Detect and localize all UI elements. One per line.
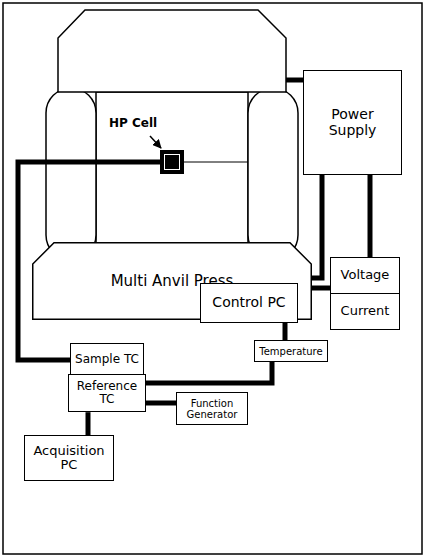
signal-wire — [312, 175, 322, 278]
signal-wire — [146, 362, 272, 383]
signal-wire — [146, 401, 176, 406]
press-crown — [58, 10, 286, 92]
press-column — [46, 88, 96, 260]
signal-wire — [86, 412, 91, 435]
function-generator-box: Function Generator — [176, 392, 248, 425]
node-label: Voltage — [341, 268, 390, 282]
base-outline — [33, 243, 312, 320]
signal-wire — [283, 323, 288, 340]
hp-cell: HP Cell — [160, 150, 184, 174]
press-column — [248, 88, 298, 260]
frame-border — [3, 3, 422, 554]
control-pc-box: Control PC — [200, 283, 298, 323]
thermocouple-box: Reference TC — [68, 374, 146, 412]
signal-wire — [368, 175, 373, 257]
power-supply-box: Power Supply — [303, 70, 402, 175]
thermocouple-box: Sample TC — [70, 343, 144, 377]
voltage-box: Voltage — [330, 257, 400, 294]
temperature-box: Temperature — [254, 340, 328, 362]
node-label: Sample TC — [75, 353, 139, 366]
acquisition-pc-box: Acquisition PC — [24, 435, 114, 481]
node-label: Current — [341, 304, 390, 318]
part-label: HP Cell — [109, 117, 157, 130]
leader-arrow — [150, 136, 161, 148]
node-label: Power Supply — [307, 107, 398, 138]
node-label: Temperature — [259, 346, 322, 357]
node-label: Control PC — [212, 295, 285, 310]
node-label: Function Generator — [180, 398, 244, 420]
node-label: Reference TC — [72, 380, 142, 406]
current-box: Current — [330, 293, 400, 330]
node-label: Acquisition PC — [28, 444, 110, 473]
press-body — [96, 92, 248, 245]
